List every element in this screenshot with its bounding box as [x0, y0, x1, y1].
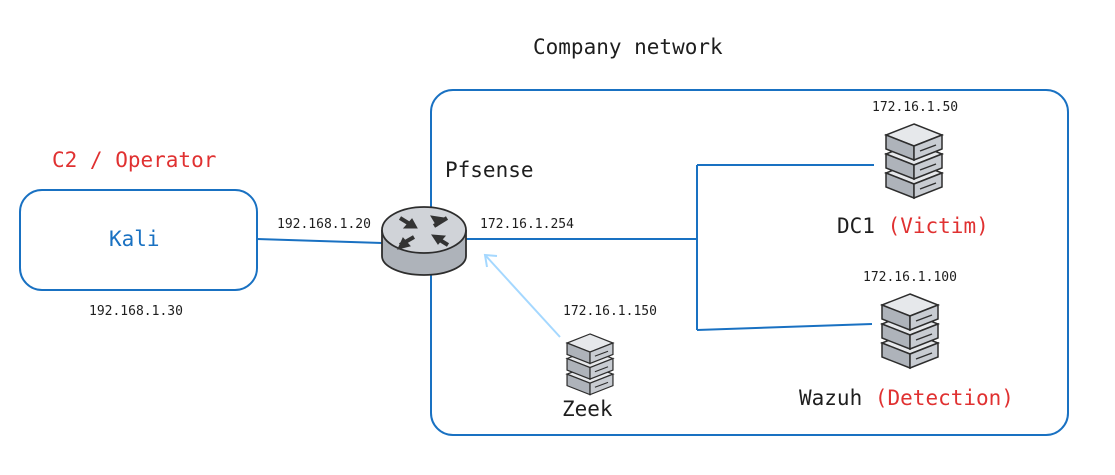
pfsense-label: Pfsense — [445, 158, 534, 182]
wazuh-role: (Detection) — [874, 386, 1014, 410]
zeek-mirror-arrow — [485, 255, 561, 338]
router-icon[interactable] — [381, 206, 467, 276]
zeek-arrow-head — [483, 253, 498, 268]
zeek-ip: 172.16.1.150 — [563, 304, 657, 319]
company-network-boundary — [430, 89, 1069, 436]
server-icon-dc1[interactable] — [886, 124, 942, 198]
wazuh-name: Wazuh — [799, 386, 863, 410]
wazuh-label: Wazuh (Detection) — [799, 388, 1014, 409]
link-wazuh — [696, 323, 873, 331]
server-icon-wazuh[interactable] — [882, 294, 938, 368]
dc1-role: (Victim) — [887, 214, 989, 238]
pfsense-lan-ip: 172.16.1.254 — [480, 217, 574, 232]
pfsense-wan-ip: 192.168.1.20 — [277, 217, 371, 232]
network-title: Company network — [533, 35, 723, 59]
wazuh-ip: 172.16.1.100 — [863, 270, 957, 285]
dc1-label: DC1 (Victim) — [837, 216, 989, 237]
kali-label: Kali — [109, 227, 160, 251]
dc1-ip: 172.16.1.50 — [872, 100, 959, 115]
link-kali-pfsense — [256, 238, 383, 244]
zeek-label: Zeek — [562, 397, 613, 421]
operator-label: C2 / Operator — [52, 148, 217, 172]
server-icon-zeek[interactable] — [567, 334, 613, 395]
kali-ip: 192.168.1.30 — [89, 304, 183, 319]
dc1-name: DC1 — [837, 214, 875, 238]
